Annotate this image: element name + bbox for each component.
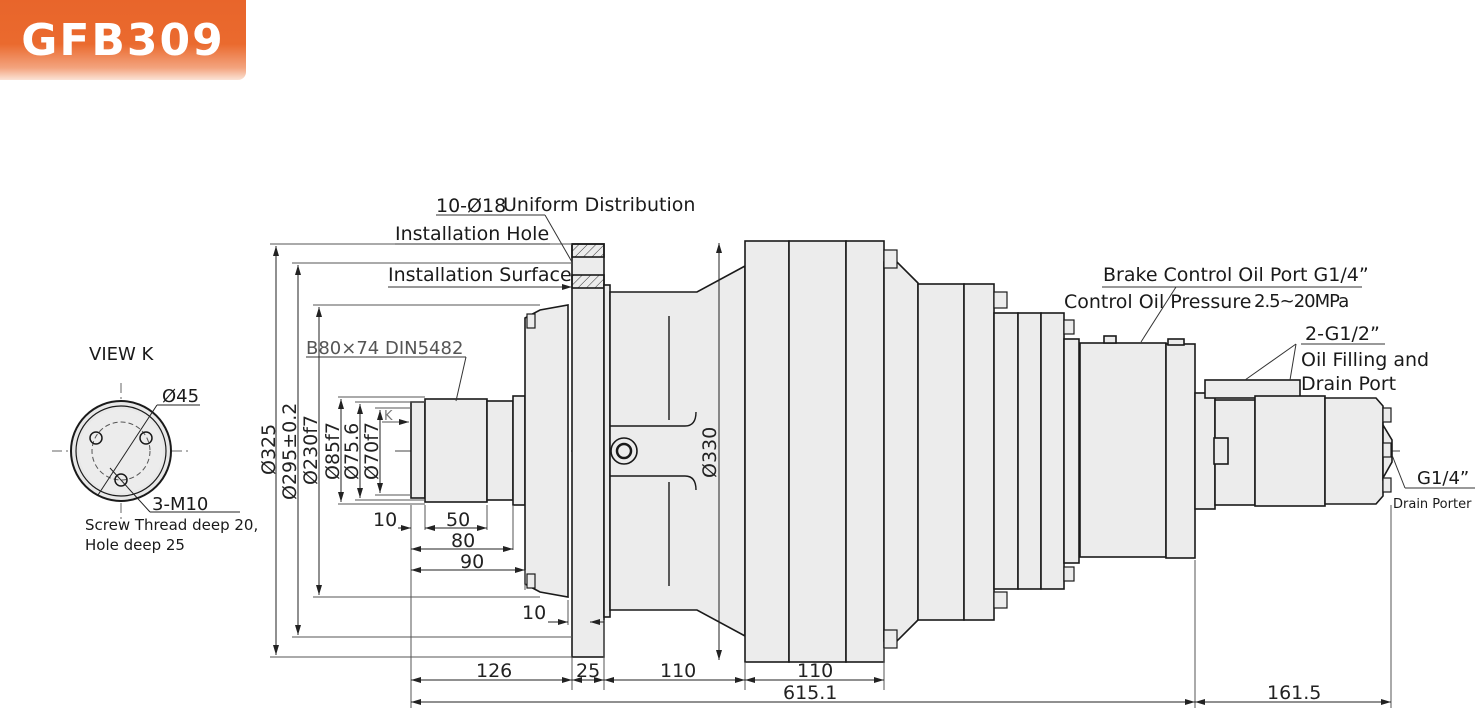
dim-d230: Ø230f7 — [300, 415, 322, 485]
callout-leaders — [306, 214, 1475, 489]
view-k-note-1: Screw Thread deep 20, — [85, 516, 258, 534]
dim-l25: 25 — [576, 660, 600, 682]
dim-l615: 615.1 — [783, 682, 837, 704]
dim-d295: Ø295±0.2 — [279, 403, 301, 500]
dim-d85: Ø85f7 — [322, 422, 344, 480]
dim-d325: Ø325 — [258, 424, 280, 475]
callout-oil-fill-1: Oil Filling and — [1301, 349, 1429, 371]
callout-drain-port: G1/4” — [1417, 468, 1469, 489]
model-badge: GFB309 — [0, 0, 246, 80]
callout-install-hole: Installation Hole — [395, 223, 549, 245]
callout-oil-fill-2: Drain Port — [1301, 373, 1396, 395]
dim-l10a: 10 — [373, 509, 397, 531]
motor-body — [410, 240, 1393, 663]
dim-l126: 126 — [476, 660, 512, 682]
port-fitting-inner — [615, 442, 633, 460]
callout-control-pressure: Control Oil Pressure — [1064, 291, 1251, 313]
diameter-dimension-lines — [273, 243, 722, 660]
callout-holes-note: Uniform Distribution — [503, 194, 695, 216]
callout-drain-label: Drain Porter — [1393, 497, 1472, 512]
dim-d330: Ø330 — [699, 427, 721, 478]
view-k-title: VIEW K — [89, 344, 155, 365]
callout-oil-ports: 2-G1/2” — [1305, 323, 1380, 345]
dim-l10b: 10 — [522, 602, 546, 624]
dim-d70: Ø70f7 — [361, 422, 383, 480]
bolts — [526, 249, 1392, 649]
dim-l80: 80 — [451, 530, 475, 552]
view-k — [52, 383, 240, 520]
callout-install-surface: Installation Surface — [388, 264, 572, 286]
view-k-diameter: Ø45 — [162, 386, 199, 407]
length-extension-lines — [410, 505, 1392, 708]
view-k-marker: K — [384, 409, 393, 424]
dim-l110a: 110 — [660, 660, 696, 682]
view-k-thread: 3-M10 — [152, 494, 208, 515]
dim-l110b: 110 — [797, 660, 833, 682]
dim-l50: 50 — [446, 509, 470, 531]
dim-l90: 90 — [460, 551, 484, 573]
callout-brake-port: Brake Control Oil Port G1/4” — [1103, 264, 1369, 286]
length-dimension-lines — [398, 525, 1391, 705]
port-fitting — [610, 437, 638, 465]
callout-holes: 10-Ø18 — [436, 195, 506, 217]
callout-pressure-range: 2.5~20MPa — [1254, 291, 1348, 312]
housing-recess — [610, 316, 697, 586]
callout-spline: B80×74 DIN5482 — [306, 338, 463, 359]
dim-l161: 161.5 — [1267, 682, 1321, 704]
view-k-note-2: Hole deep 25 — [85, 536, 185, 554]
model-title: GFB309 — [21, 14, 225, 66]
dim-d75: Ø75.6 — [341, 423, 363, 480]
